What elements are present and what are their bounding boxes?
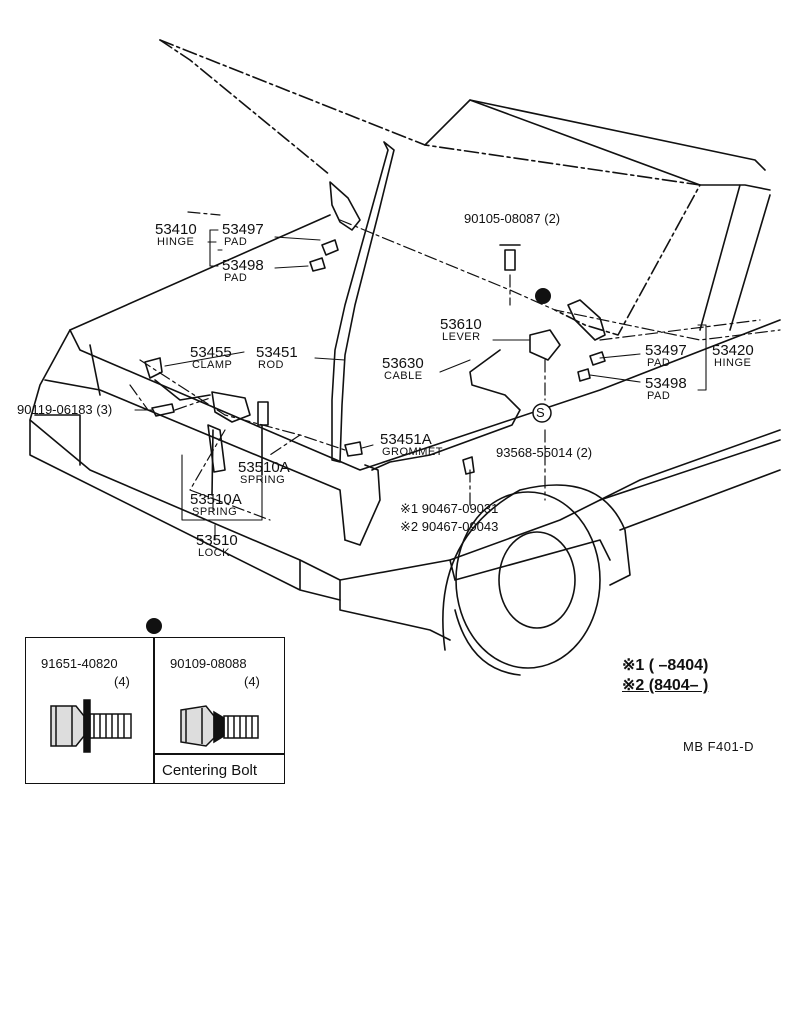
label-53497-right-name: PAD xyxy=(647,357,671,369)
centering-bolt-caption: Centering Bolt xyxy=(162,762,258,779)
front-wheel xyxy=(442,484,631,651)
label-53498-left-name: PAD xyxy=(224,272,248,284)
label-53497-left-name: PAD xyxy=(224,236,248,248)
label-53455-name: CLAMP xyxy=(192,359,233,371)
label-53510a-upper: 53510A xyxy=(238,459,290,476)
flange-bolt-icon xyxy=(50,699,132,753)
drawing-code: MB F401-D xyxy=(683,739,754,754)
bolt-1-part-number: 91651-40820 xyxy=(41,656,118,671)
label-90467-1: ※1 90467-09031 xyxy=(400,501,499,516)
centering-bolt-icon xyxy=(180,705,259,747)
legend-row-1: ※1 ( –8404) xyxy=(622,657,709,674)
label-53451a-name: GROMMET xyxy=(382,446,443,458)
bolt-2-part-number: 90109-08088 xyxy=(170,656,247,671)
label-53610-name: LEVER xyxy=(442,331,481,343)
hood-panel xyxy=(159,39,701,336)
label-53497-right: 53497 xyxy=(645,342,687,359)
label-53420: 53420 xyxy=(712,342,754,359)
label-53510: 53510 xyxy=(196,532,238,549)
bolt-2-quantity: (4) xyxy=(244,674,260,689)
bolt-1-quantity: (4) xyxy=(114,674,130,689)
s-circle-marker xyxy=(532,403,552,423)
label-53498-right-name: PAD xyxy=(647,390,671,402)
label-53410: 53410 xyxy=(155,221,197,238)
label-53630-name: CABLE xyxy=(384,370,423,382)
right-hinge xyxy=(567,299,606,341)
front-bumper xyxy=(29,414,341,601)
release-cable xyxy=(371,349,521,471)
label-53451a: 53451A xyxy=(380,431,432,448)
label-53610: 53610 xyxy=(440,316,482,333)
label-90467-2: ※2 90467-09043 xyxy=(400,519,499,534)
legend-row-2: ※2 (8404– ) xyxy=(622,677,709,694)
left-hinge xyxy=(329,181,361,231)
label-53510a-lower-name: SPRING xyxy=(192,506,238,518)
hood-support-rod xyxy=(331,141,395,463)
dot-marker-top xyxy=(535,288,551,304)
bolt-caption-divider xyxy=(153,753,284,755)
label-53451: 53451 xyxy=(256,344,298,361)
bolt-reference-box: 91651-40820 (4) 90109-08088 (4) Centerin… xyxy=(25,637,285,784)
label-53498-right: 53498 xyxy=(645,375,687,392)
hood-lock xyxy=(211,391,251,423)
label-93568: 93568-55014 (2) xyxy=(496,445,593,460)
body-line xyxy=(69,214,781,471)
label-53451-name: ROD xyxy=(258,359,284,371)
label-90119: 90119-06183 (3) xyxy=(17,402,113,417)
label-53630: 53630 xyxy=(382,355,424,372)
bolt-box-divider xyxy=(153,638,155,783)
label-53455: 53455 xyxy=(190,344,232,361)
windshield xyxy=(699,184,771,331)
label-53510a-lower: 53510A xyxy=(190,491,242,508)
label-53410-name: HINGE xyxy=(157,236,195,248)
label-53420-name: HINGE xyxy=(714,357,752,369)
s-mark: S xyxy=(536,405,545,420)
label-53510a-upper-name: SPRING xyxy=(240,474,286,486)
label-53510-name: LOCK xyxy=(198,547,230,559)
release-lever xyxy=(529,329,561,361)
bolt-illustrations xyxy=(50,699,259,753)
clamp xyxy=(144,357,163,379)
spring-coil xyxy=(257,401,269,426)
label-53497-left: 53497 xyxy=(222,221,264,238)
label-53498-left: 53498 xyxy=(222,257,264,274)
dot-marker-box xyxy=(146,618,162,634)
label-90105: 90105-08087 (2) xyxy=(464,211,561,226)
